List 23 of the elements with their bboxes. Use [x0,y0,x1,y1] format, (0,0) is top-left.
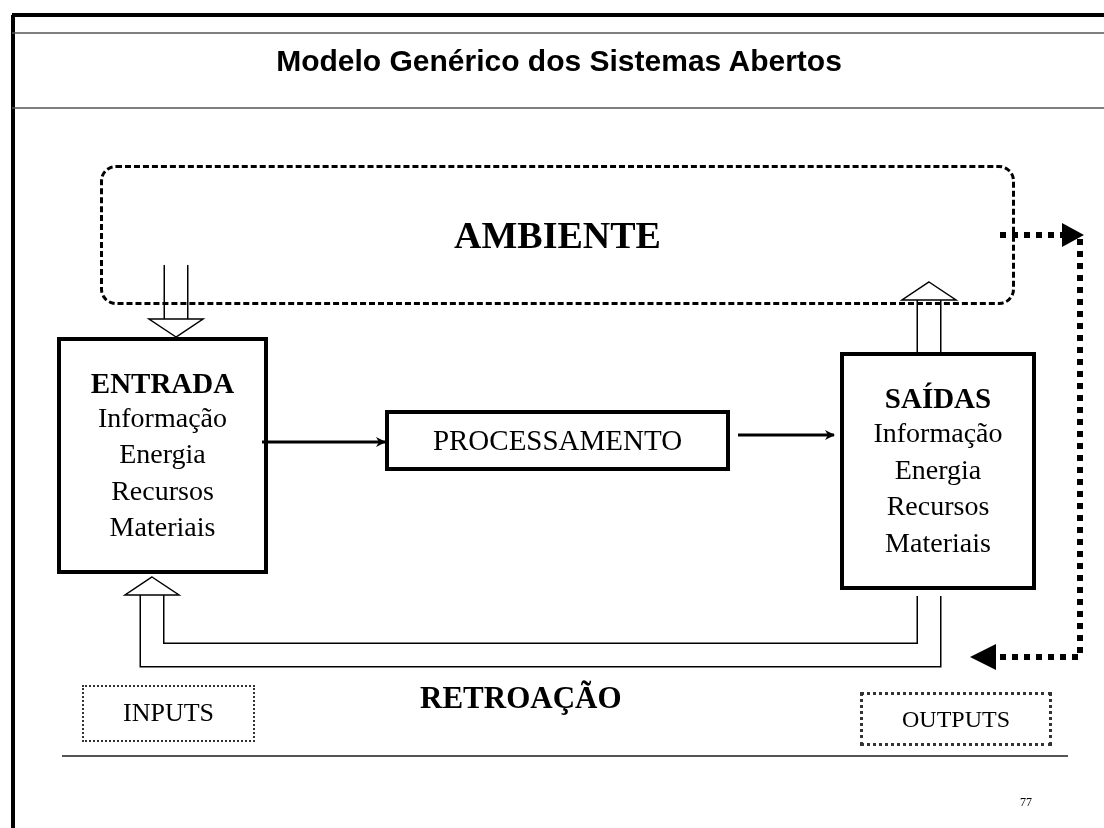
arrow [262,437,386,447]
box-heading: ENTRADA [90,365,235,400]
arrow [738,430,835,440]
input-box [57,337,268,574]
environment-box [100,165,1015,305]
outputs-box [860,692,1052,746]
box-heading: SAÍDAS [884,381,992,416]
process-box [385,410,730,471]
hollow-arrow [122,576,942,668]
inputs-box [82,685,255,742]
dotted-arrow [970,223,1084,670]
feedback-label: RETROAÇÃO [420,680,622,716]
box-label: INPUTS [123,698,214,729]
hollow-arrow [899,281,959,352]
item-list: Informação Energia Recursos Materiais [873,415,1003,561]
box-label: AMBIENTE [454,212,661,258]
page-number: 77 [1020,795,1032,810]
output-box [840,352,1036,590]
item-list: Informação Energia Recursos Materiais [97,399,227,546]
title: Modelo Genérico dos Sistemas Abertos [275,44,843,78]
box-label: PROCESSAMENTO [432,423,683,458]
hollow-arrow [146,265,206,338]
box-label: OUTPUTS [902,704,1010,734]
